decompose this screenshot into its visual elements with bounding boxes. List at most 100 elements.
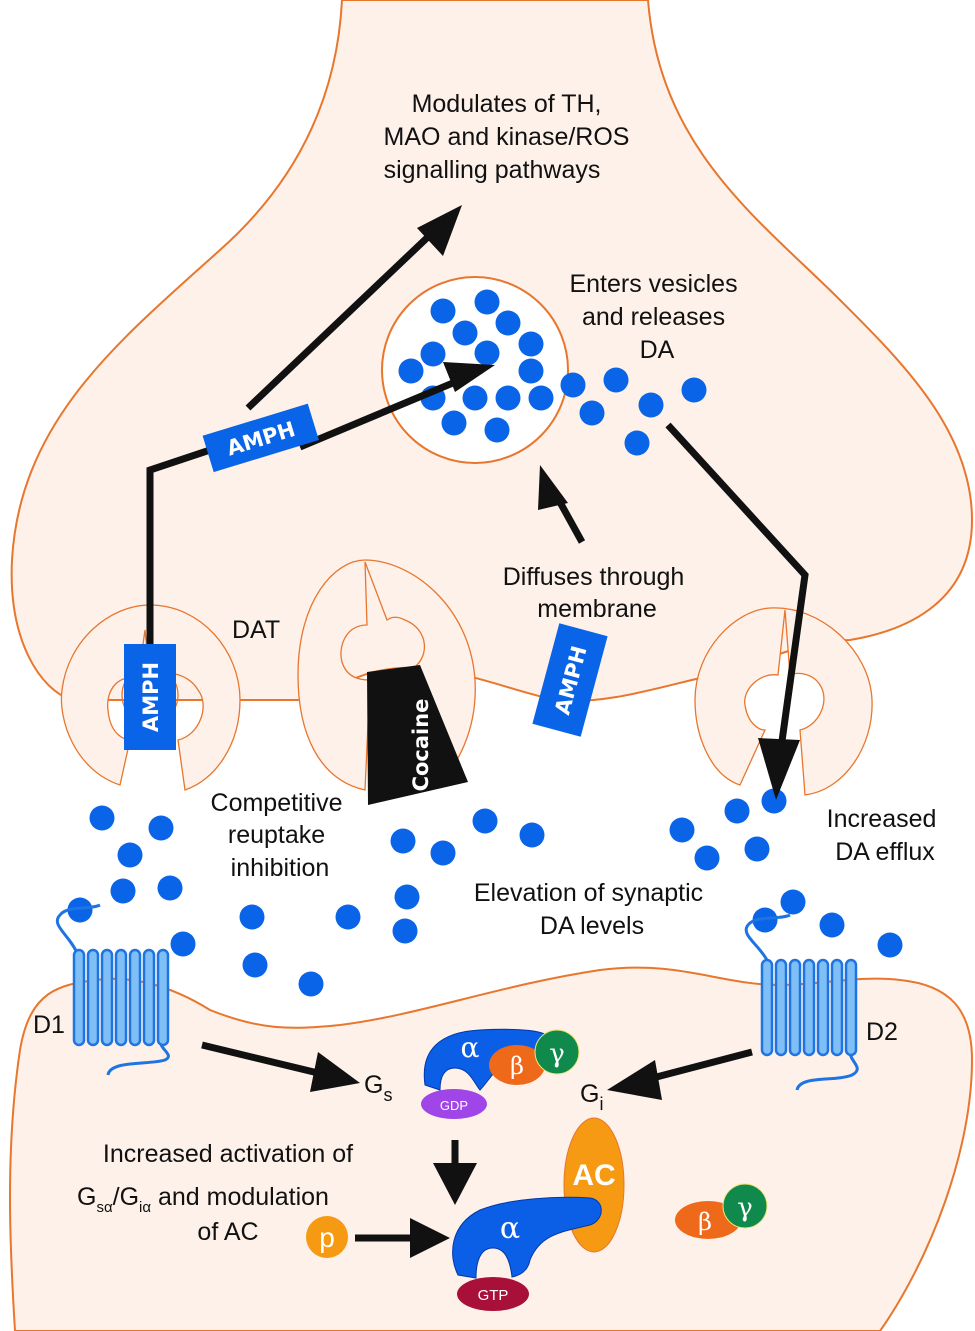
- activation-label-line3: of AC: [197, 1218, 258, 1246]
- amph-label: AMPH: [139, 662, 163, 732]
- dopamine-molecule: [681, 377, 707, 403]
- dopamine-molecule: [148, 815, 174, 841]
- dopamine-molecule: [430, 840, 456, 866]
- gi-label: Gi: [580, 1080, 603, 1114]
- arrowhead-galpha-down: [433, 1163, 477, 1205]
- gamma-label: γ: [549, 1039, 565, 1069]
- dat-label: DAT: [232, 616, 280, 644]
- beta-label: β: [510, 1052, 524, 1080]
- arrow-efflux-line: [665, 422, 809, 771]
- dopamine-molecule: [394, 884, 420, 910]
- dopamine-molecule: [579, 400, 605, 426]
- arrowhead-signalling: [417, 205, 462, 256]
- transmembrane-helix: [86, 948, 100, 1047]
- arrow-to-signalling: [245, 232, 433, 411]
- competitive-label: Competitive reuptake inhibition: [211, 789, 350, 882]
- dopamine-molecule: [298, 971, 324, 997]
- phosphate-group: [306, 1216, 348, 1258]
- arrow-d1-gs: [201, 1041, 319, 1077]
- transmembrane-helix: [816, 958, 830, 1057]
- dopamine-molecule: [472, 808, 498, 834]
- dopamine-molecule: [335, 904, 361, 930]
- dopamine-molecule: [420, 341, 446, 367]
- vesicle-dopamine-group: [398, 289, 554, 443]
- dopamine-molecule: [724, 798, 750, 824]
- receptor-n-terminus: [744, 913, 791, 963]
- dopamine-molecule: [780, 889, 806, 915]
- free-gamma-label: γ: [737, 1193, 753, 1223]
- transmembrane-helix: [830, 958, 844, 1057]
- alpha-active-label: α: [500, 1211, 520, 1246]
- dopamine-molecule: [624, 430, 650, 456]
- dopamine-molecule: [110, 878, 136, 904]
- transmembrane-helix: [802, 958, 816, 1057]
- activation-label-line1: Increased activation of: [103, 1140, 353, 1168]
- g-alpha-active: [452, 1196, 602, 1279]
- dopamine-molecule: [761, 788, 787, 814]
- gdp-label: GDP: [440, 1098, 468, 1113]
- dopamine-molecule: [669, 817, 695, 843]
- d2-label: D2: [866, 1018, 898, 1046]
- dopamine-molecule: [67, 897, 93, 923]
- transmembrane-helix: [72, 948, 86, 1047]
- dopamine-molecule: [744, 836, 770, 862]
- receptor-c-terminus: [795, 1051, 859, 1091]
- dopamine-molecule: [603, 367, 629, 393]
- gtp-molecule: [457, 1277, 529, 1311]
- activation-label-line2: Gsα/Giα and modulation: [77, 1183, 329, 1216]
- dopamine-molecule: [819, 912, 845, 938]
- d1-label: D1: [33, 1011, 65, 1039]
- dopamine-molecule: [474, 340, 500, 366]
- dopamine-molecule: [398, 358, 424, 384]
- arrowhead-gs: [310, 1052, 360, 1092]
- amph-box-dat: AMPH: [124, 644, 176, 750]
- dopamine-molecule: [495, 310, 521, 336]
- dopamine-molecule: [560, 372, 586, 398]
- g-beta-subunit: [489, 1045, 545, 1085]
- dopamine-molecule: [484, 417, 510, 443]
- dopamine-molecule: [518, 358, 544, 384]
- enters-vesicles-label: Enters vesicles and releases DA: [569, 270, 744, 364]
- g-alpha-gtp-complex: GTP α: [452, 1196, 602, 1311]
- dopamine-molecule: [638, 392, 664, 418]
- arrow-into-vesicle: [298, 376, 462, 451]
- dopamine-molecule: [452, 320, 478, 346]
- dopamine-molecule: [430, 298, 456, 324]
- dopamine-molecule: [519, 822, 545, 848]
- g-gamma-subunit: [534, 1029, 580, 1075]
- dopamine-molecule: [441, 410, 467, 436]
- phosphate-label: p: [319, 1222, 335, 1253]
- gtp-label: GTP: [478, 1287, 509, 1304]
- alpha-label: α: [461, 1031, 480, 1064]
- dopamine-molecules: [67, 367, 903, 997]
- dopamine-molecule: [390, 828, 416, 854]
- dopamine-molecule: [518, 331, 544, 357]
- d1-receptor: [55, 903, 170, 1076]
- transmembrane-helix: [788, 958, 802, 1057]
- transmembrane-helix: [774, 958, 788, 1057]
- arrowheads: [310, 205, 800, 1258]
- dopamine-molecule: [170, 931, 196, 957]
- dopamine-molecule: [694, 845, 720, 871]
- arrows: [146, 232, 809, 1242]
- transmembrane-helix: [142, 948, 156, 1047]
- arrowhead-efflux: [758, 738, 800, 800]
- receptor-n-terminus: [55, 903, 101, 956]
- gdp-molecule: [421, 1089, 487, 1119]
- diffuses-label: Diffuses through membrane: [503, 563, 692, 623]
- dat-transporter-right: [694, 607, 873, 796]
- transmembrane-helix: [100, 948, 114, 1047]
- dopamine-molecule: [117, 842, 143, 868]
- amph-pathway-line: [146, 441, 227, 645]
- free-beta-gamma: β γ: [675, 1183, 768, 1239]
- receptor-c-terminus: [106, 1039, 170, 1076]
- cocaine-block: [367, 665, 468, 805]
- dopamine-molecule: [495, 385, 521, 411]
- transmembrane-helix: [844, 958, 858, 1057]
- increased-efflux-label: Increased DA efflux: [827, 805, 944, 866]
- arrow-d2-gi: [644, 1048, 753, 1084]
- dopamine-molecule: [877, 932, 903, 958]
- dopamine-molecule: [462, 385, 488, 411]
- arrowhead-vesicle: [443, 362, 495, 392]
